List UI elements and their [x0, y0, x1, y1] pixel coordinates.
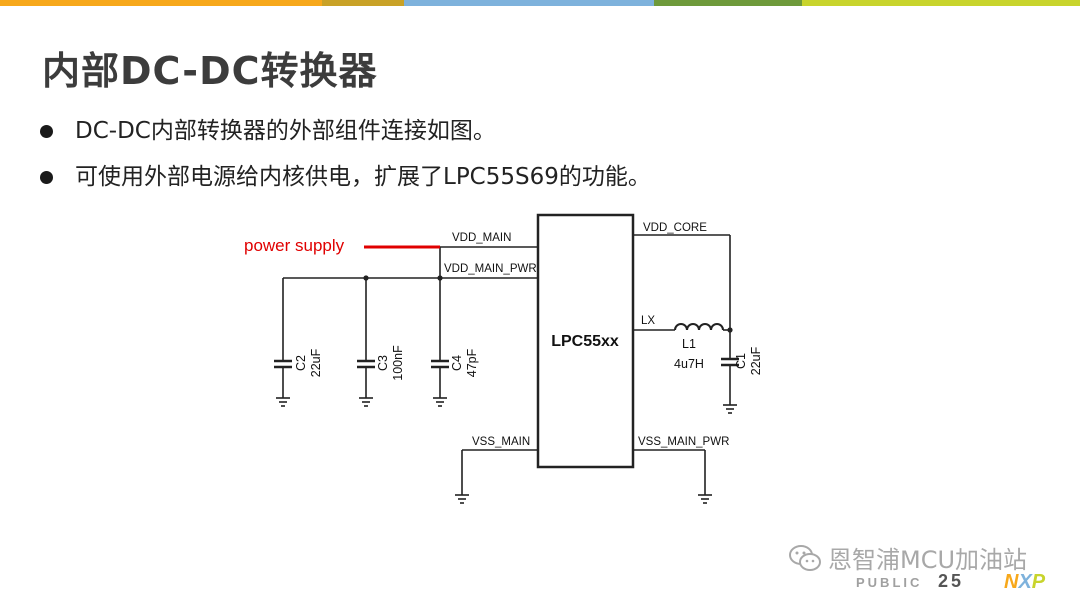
c1-ref: C1: [734, 353, 748, 369]
l1-value: 4u7H: [674, 357, 704, 371]
chip-label: LPC55xx: [551, 333, 619, 350]
schematic-wires: [274, 213, 739, 495]
bullet-item: DC-DC内部转换器的外部组件连接如图。: [40, 108, 651, 154]
nxp-logo: NXP: [1004, 571, 1046, 592]
pin-label-vdd-main: VDD_MAIN: [452, 232, 511, 244]
dcdc-schematic: power supply VDD_MAIN VDD_MAIN_PWR VDD_C…: [244, 213, 763, 504]
ground-icon: [276, 397, 290, 407]
slide-title: 内部DC-DC转换器: [42, 49, 378, 93]
junction-dots: [363, 275, 733, 333]
ground-icon: [698, 494, 712, 504]
bullet-text: 可使用外部电源给内核供电，扩展了LPC55S69的功能。: [75, 164, 651, 190]
pin-label-vss-main-pwr: VSS_MAIN_PWR: [638, 436, 729, 448]
c2-value: 22uF: [309, 348, 323, 377]
bullet-dot-icon: [40, 124, 53, 138]
ground-icon: [455, 494, 469, 504]
wechat-icon: [789, 544, 821, 571]
ground-icon: [723, 404, 737, 414]
bullet-item: 可使用外部电源给内核供电，扩展了LPC55S69的功能。: [40, 154, 651, 200]
c3-value: 100nF: [391, 345, 405, 381]
c4-value: 47pF: [465, 348, 479, 377]
c3-ref: C3: [376, 355, 390, 371]
pin-label-vdd-core: VDD_CORE: [643, 222, 707, 234]
svg-text:NXP: NXP: [1004, 571, 1046, 592]
power-supply-label: power supply: [244, 236, 345, 255]
top-color-bar: [0, 0, 1080, 6]
c2-ref: C2: [294, 355, 308, 371]
classification-label: PUBLIC: [856, 575, 923, 590]
bullet-list: DC-DC内部转换器的外部组件连接如图。 可使用外部电源给内核供电，扩展了LPC…: [40, 108, 651, 200]
watermark-text: 恩智浦MCU加油站: [828, 546, 1028, 574]
ground-icon: [433, 397, 447, 407]
pin-label-vss-main: VSS_MAIN: [472, 436, 530, 448]
ground-icon: [359, 397, 373, 407]
c1-value: 22uF: [749, 346, 763, 375]
pin-label-vdd-main-pwr: VDD_MAIN_PWR: [444, 263, 537, 275]
chip-body: [536, 213, 635, 469]
bullet-dot-icon: [40, 170, 53, 184]
watermark: 恩智浦MCU加油站: [788, 540, 1027, 575]
c4-ref: C4: [450, 355, 464, 371]
ground-symbols: [276, 397, 737, 504]
page-number: 25: [938, 571, 965, 591]
l1-ref: L1: [682, 337, 696, 351]
bullet-text: DC-DC内部转换器的外部组件连接如图。: [75, 118, 496, 144]
pin-label-lx: LX: [641, 315, 655, 327]
